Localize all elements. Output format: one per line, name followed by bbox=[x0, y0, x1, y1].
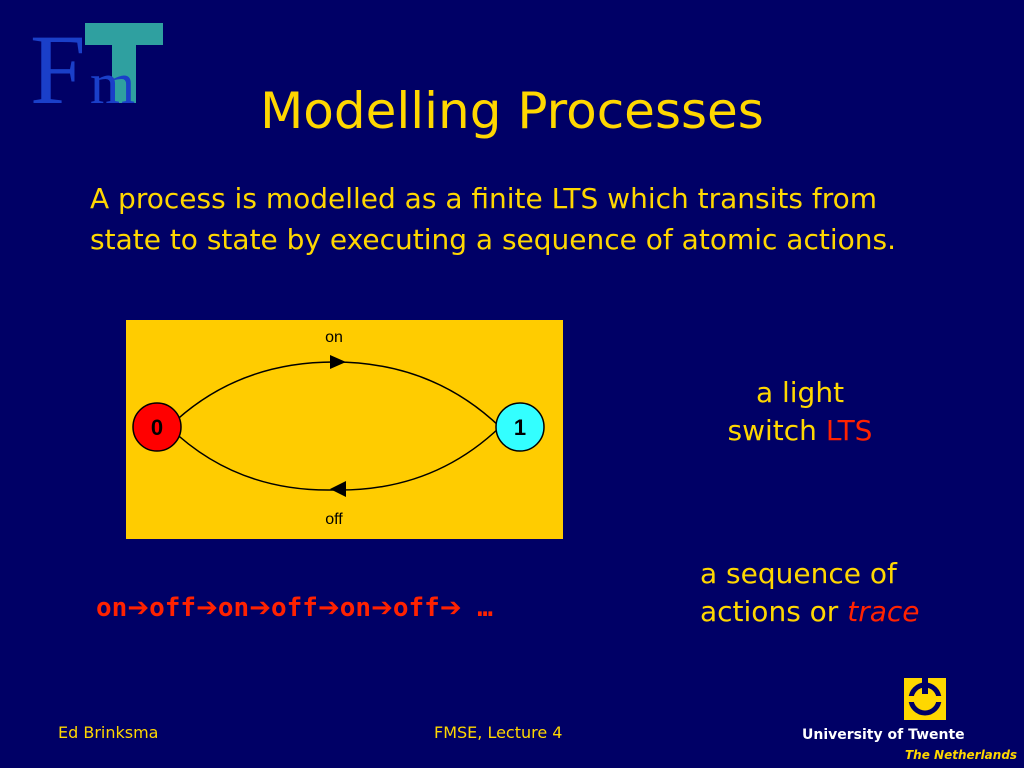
university-logo-icon bbox=[904, 678, 946, 720]
arrow-right-icon: ➔ bbox=[439, 593, 462, 623]
arrow-left-icon bbox=[330, 481, 346, 497]
transition-on-edge bbox=[168, 361, 501, 428]
intro-paragraph: A process is modelled as a finite LTS wh… bbox=[90, 182, 896, 256]
arrow-right-icon: ➔ bbox=[317, 593, 340, 623]
arrow-right-icon: ➔ bbox=[249, 593, 271, 623]
action-on-label: on bbox=[325, 329, 343, 346]
fmt-logo-icon: F m bbox=[30, 15, 163, 110]
action-trace: on➔off➔on➔off➔on➔off➔ … bbox=[96, 593, 493, 623]
svg-text:m: m bbox=[90, 51, 135, 110]
university-country: The Netherlands bbox=[905, 748, 1018, 762]
trace-ellipsis: … bbox=[477, 593, 493, 623]
lts-caption: a light switch LTS bbox=[727, 376, 873, 447]
trace-action: on bbox=[217, 593, 250, 623]
footer-author: Ed Brinksma bbox=[58, 723, 159, 742]
arrow-right-icon: ➔ bbox=[371, 593, 393, 623]
transition-off-edge bbox=[168, 426, 501, 491]
arrow-right-icon: ➔ bbox=[196, 593, 218, 623]
action-off-label: off bbox=[325, 511, 343, 528]
footer-lecture: FMSE, Lecture 4 bbox=[434, 723, 563, 742]
arrow-right-icon: ➔ bbox=[127, 593, 150, 623]
slide-title: Modelling Processes bbox=[260, 82, 764, 140]
lts-diagram: 0 1 on off bbox=[126, 320, 563, 539]
state-0-node bbox=[132, 402, 182, 452]
arrow-right-icon bbox=[330, 355, 346, 369]
trace-action: on bbox=[339, 593, 372, 623]
university-name: University of Twente bbox=[802, 727, 965, 743]
state-1-node bbox=[495, 402, 545, 452]
trace-action: off bbox=[149, 593, 197, 623]
trace-action: on bbox=[96, 593, 128, 623]
trace-action: off bbox=[392, 593, 440, 623]
trace-caption: a sequence of actions or trace bbox=[700, 557, 920, 628]
state-1-label: 1 bbox=[514, 415, 526, 440]
svg-text:F: F bbox=[30, 15, 86, 110]
state-0-label: 0 bbox=[151, 415, 163, 440]
trace-action: off bbox=[270, 593, 318, 623]
